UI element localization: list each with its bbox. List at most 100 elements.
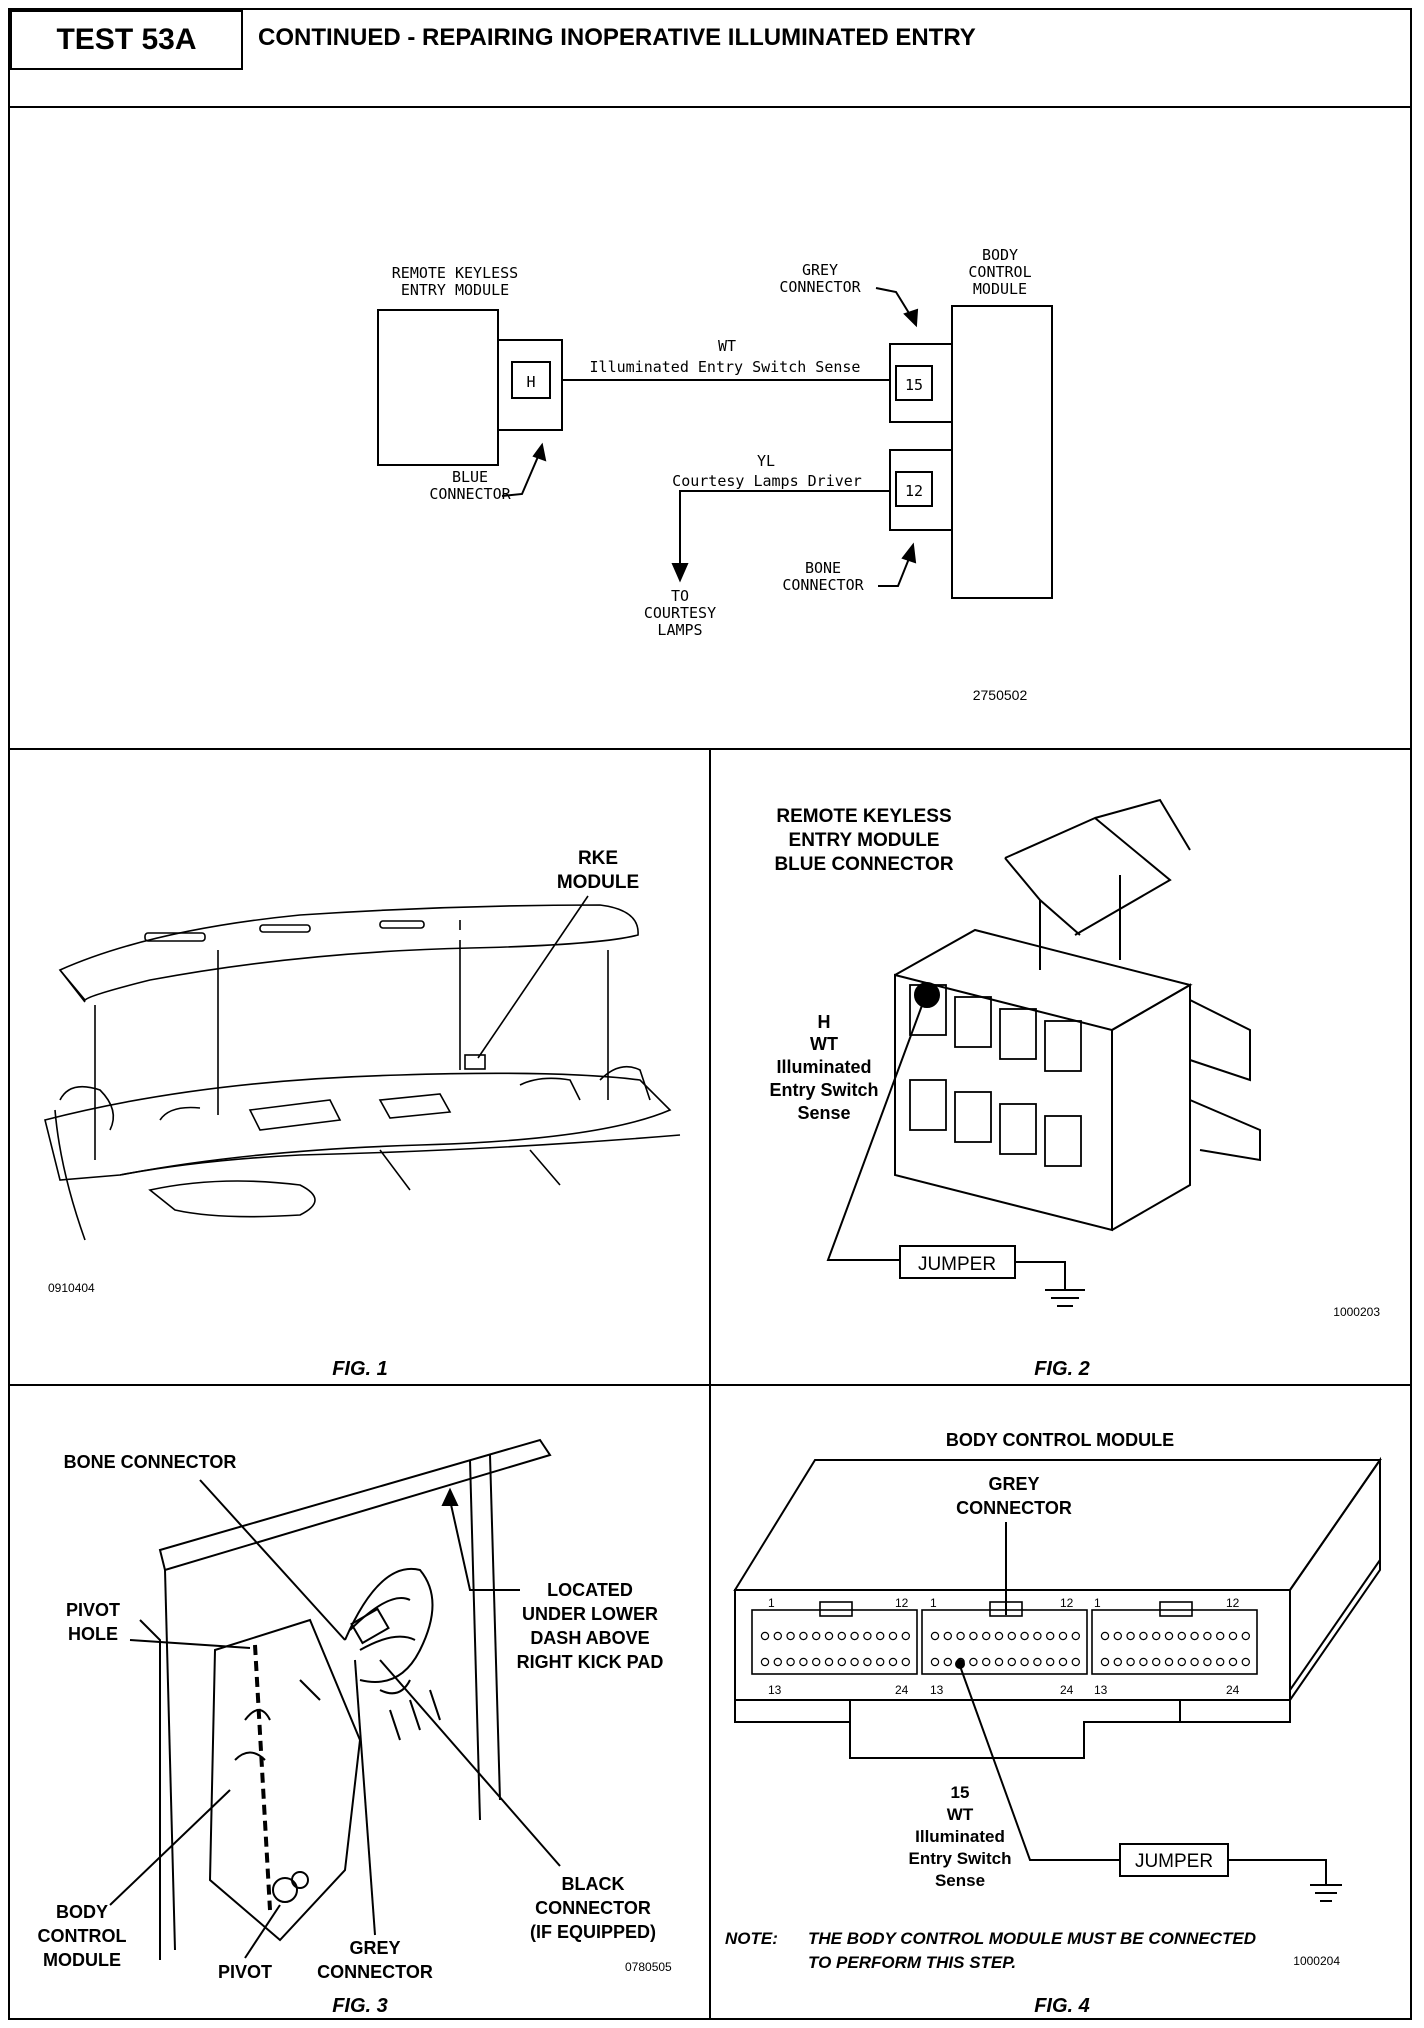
fig2-title-1: REMOTE KEYLESS xyxy=(776,806,951,827)
fig3-black-3: (IF EQUIPPED) xyxy=(530,1922,656,1942)
fig4-jumper-wire xyxy=(959,1665,1120,1861)
pin-hole xyxy=(863,1657,872,1667)
pin-hole xyxy=(1215,1631,1225,1641)
pin-hole xyxy=(850,1657,859,1667)
dash-top-panel xyxy=(58,904,639,1002)
fig4-pin-3: Illuminated xyxy=(915,1827,1005,1846)
fig4-pin24-a: 24 xyxy=(895,1683,909,1697)
blue-connector-label-2: CONNECTOR xyxy=(429,485,511,503)
pin-hole xyxy=(930,1631,940,1641)
pin-h: H xyxy=(526,373,535,391)
pin-hole xyxy=(1190,1631,1199,1641)
pin-hole xyxy=(1151,1631,1161,1641)
pin-hole xyxy=(1203,1657,1212,1667)
fig4-note-2: TO PERFORM THIS STEP. xyxy=(808,1953,1016,1972)
to-lamps-1: TO xyxy=(671,587,689,605)
fig2-caption: FIG. 2 xyxy=(1034,1358,1090,1380)
pin-hole xyxy=(1164,1631,1174,1641)
grey-connector-arrow xyxy=(875,287,913,319)
fig4-pin-4: Entry Switch xyxy=(909,1849,1012,1868)
page-title: CONTINUED - REPAIRING INOPERATIVE ILLUMI… xyxy=(258,24,976,51)
fig4-note-1: THE BODY CONTROL MODULE MUST BE CONNECTE… xyxy=(808,1929,1256,1948)
pin-hole xyxy=(1071,1631,1081,1641)
rke-module-box xyxy=(377,309,499,466)
fig2-title-2: ENTRY MODULE xyxy=(789,830,940,851)
wire-wt-name: Illuminated Entry Switch Sense xyxy=(590,358,861,376)
fig3-bone: BONE CONNECTOR xyxy=(64,1452,237,1472)
pin-hole xyxy=(956,1631,965,1641)
pin-hole xyxy=(888,1631,898,1641)
fig4-pin12-c: 12 xyxy=(1226,1596,1240,1610)
pin-h-box xyxy=(511,361,551,399)
fig4-pin13-c: 13 xyxy=(1094,1683,1108,1697)
pin-hole xyxy=(1100,1631,1110,1641)
test-id: TEST 53A xyxy=(10,10,243,70)
fig4-grey-1: GREY xyxy=(988,1474,1039,1494)
bone-connector-label-1: BONE xyxy=(805,559,841,577)
rke-label-2: MODULE xyxy=(557,872,639,893)
fig4-pin24-b: 24 xyxy=(1060,1683,1074,1697)
fig4-pin-2: WT xyxy=(947,1805,974,1824)
blue-connector-arrow xyxy=(501,451,541,497)
pin-hole xyxy=(1177,1631,1187,1641)
fig4-pin24-c: 24 xyxy=(1226,1683,1240,1697)
pin-hole xyxy=(1164,1657,1174,1667)
fig2-pin-2: WT xyxy=(810,1034,838,1054)
fig4-drawing: BODY CONTROL MODULE GREY CONNECTOR 1 12 … xyxy=(725,1430,1382,2017)
pin-hole xyxy=(1058,1657,1068,1667)
pin-hole xyxy=(1126,1657,1135,1667)
fig3-pivot: PIVOT xyxy=(218,1962,272,1982)
fig2-title-3: BLUE CONNECTOR xyxy=(774,854,953,875)
pin-hole xyxy=(824,1631,834,1641)
pin-h-dot xyxy=(914,982,940,1008)
pin-hole xyxy=(876,1657,885,1667)
bcm-label-1: BODY xyxy=(982,246,1018,264)
module-plate xyxy=(208,1618,362,1942)
pin-hole xyxy=(786,1631,795,1641)
pin-hole xyxy=(1033,1631,1042,1641)
fig1-ref: 0910404 xyxy=(48,1281,95,1295)
fig3-black-1: BLACK xyxy=(562,1874,625,1894)
fig4-pin-1: 15 xyxy=(951,1783,970,1802)
fig4-pin12-a: 12 xyxy=(895,1596,909,1610)
pin-hole xyxy=(901,1631,911,1641)
pin-hole xyxy=(994,1631,1004,1641)
rke-leader xyxy=(477,895,589,1059)
fig3-located-4: RIGHT KICK PAD xyxy=(517,1652,664,1672)
fig2-pin-4: Entry Switch xyxy=(769,1080,878,1100)
pin-hole xyxy=(837,1657,847,1667)
fig4-pin-5: Sense xyxy=(935,1871,985,1890)
schematic: REMOTE KEYLESS ENTRY MODULE H BLUE CONNE… xyxy=(377,246,1053,703)
wire-yl-name: Courtesy Lamps Driver xyxy=(672,472,862,490)
pin-hole xyxy=(863,1631,872,1641)
bcm-box xyxy=(951,305,1053,599)
pin-hole xyxy=(786,1657,795,1667)
pin-hole xyxy=(1139,1657,1148,1667)
pin-hole xyxy=(1020,1631,1029,1641)
fig1-drawing: RKE MODULE 0910404 FIG. 1 xyxy=(44,848,681,1380)
pin-15: 15 xyxy=(905,376,923,394)
bcm-connectors xyxy=(751,1601,1258,1675)
fig4-pin13-b: 13 xyxy=(930,1683,944,1697)
pin-hole xyxy=(1139,1631,1148,1641)
blue-connector-housing xyxy=(497,339,563,431)
cavity-grid xyxy=(909,984,1082,1167)
pin-holes xyxy=(760,1631,1251,1667)
connector-front-face xyxy=(894,973,1113,1232)
pin-hole xyxy=(1177,1657,1187,1667)
pin-hole xyxy=(1007,1631,1017,1641)
pin-hole xyxy=(994,1657,1004,1667)
pin-hole xyxy=(876,1631,885,1641)
pin-hole xyxy=(1228,1631,1238,1641)
fig4-ref: 1000204 xyxy=(1293,1954,1340,1968)
pin-hole xyxy=(1190,1657,1199,1667)
grey-connector-housing xyxy=(889,343,953,423)
fig3-grey-2: CONNECTOR xyxy=(317,1962,433,1982)
fig3-drawing: BONE CONNECTOR LOCATED UNDER LOWER DASH … xyxy=(38,1438,672,2017)
fig4-pin1-a: 1 xyxy=(768,1596,775,1610)
pin-hole xyxy=(760,1657,770,1667)
pin-hole xyxy=(773,1657,783,1667)
fig4-pin1-c: 1 xyxy=(1094,1596,1101,1610)
fig2-drawing: REMOTE KEYLESS ENTRY MODULE BLUE CONNECT… xyxy=(769,798,1380,1380)
